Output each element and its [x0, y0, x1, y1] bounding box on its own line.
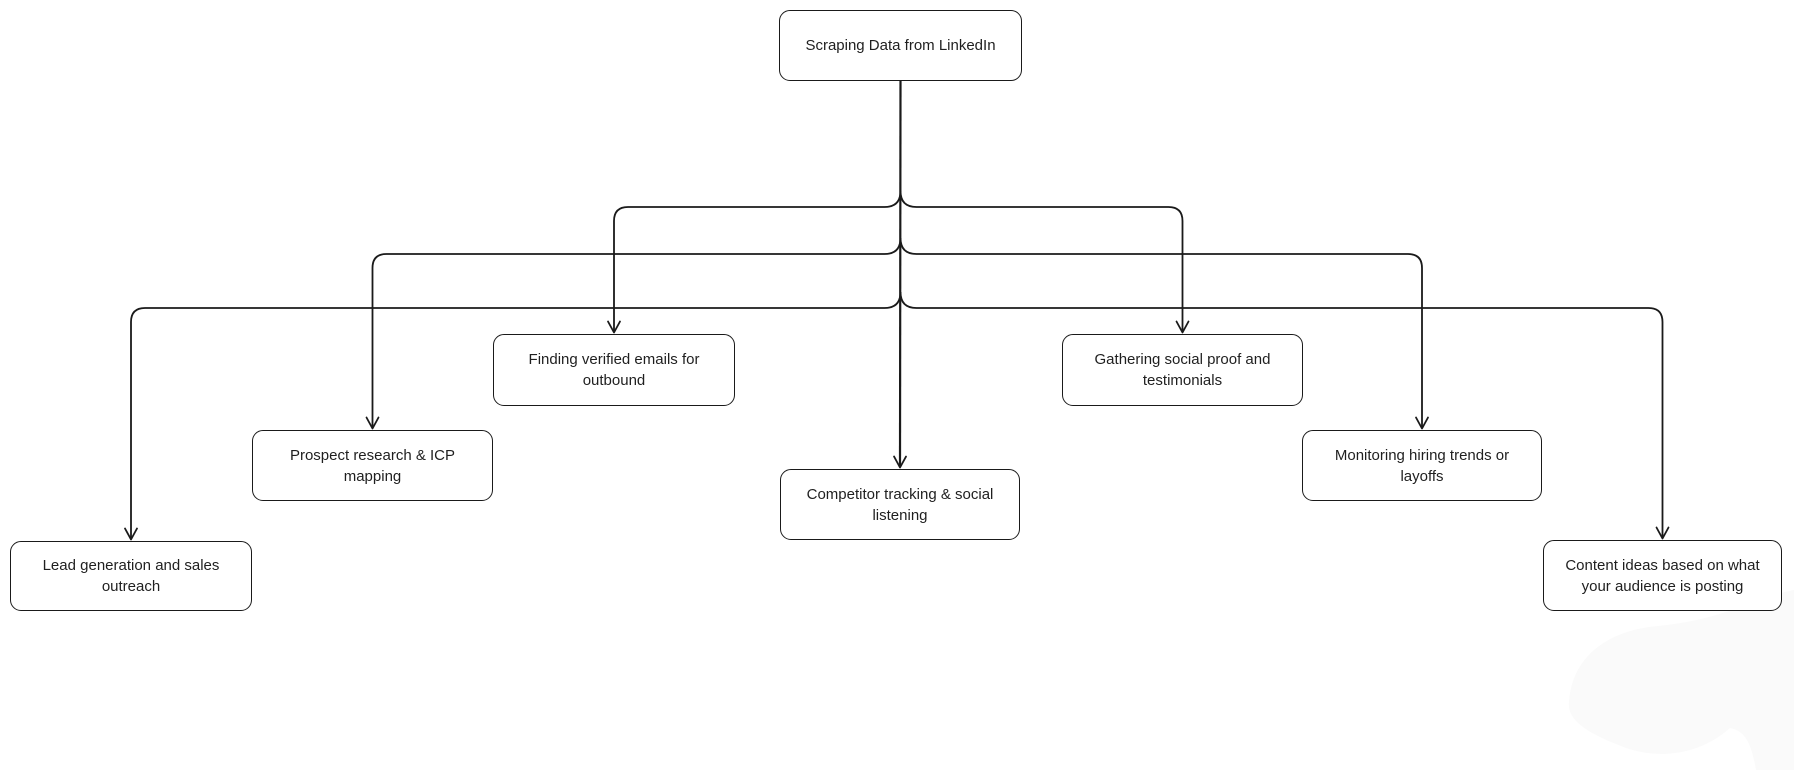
node-label: Gathering social proof and testimonials — [1094, 351, 1271, 389]
node-label: Prospect research & ICP mapping — [289, 446, 456, 485]
edge-root-to-hiring-trends — [899, 237, 1429, 430]
node-prospect-research[interactable]: Prospect research & ICP mapping — [252, 430, 493, 501]
node-label: Monitoring hiring trends or layoffs — [1334, 446, 1510, 485]
edge-root-to-competitor-tracking — [893, 80, 907, 469]
node-competitor-tracking[interactable]: Competitor tracking & social listening — [780, 469, 1020, 540]
node-label: Scraping Data from LinkedIn — [805, 37, 996, 54]
edge-root-to-prospect-research — [365, 237, 902, 430]
node-label: Content ideas based on what your audienc… — [1565, 556, 1760, 595]
node-hiring-trends[interactable]: Monitoring hiring trends or layoffs — [1302, 430, 1542, 501]
edge-root-to-social-proof — [899, 190, 1190, 334]
watermark-blob — [1568, 590, 1794, 770]
node-content-ideas[interactable]: Content ideas based on what your audienc… — [1543, 540, 1782, 611]
node-lead-generation[interactable]: Lead generation and sales outreach — [10, 541, 252, 611]
edge-root-to-content-ideas — [899, 291, 1670, 540]
edge-root-to-lead-generation — [124, 291, 902, 541]
node-label: Competitor tracking & social listening — [806, 485, 994, 524]
node-label: Lead generation and sales outreach — [42, 557, 220, 595]
edge-root-to-verified-emails — [607, 190, 902, 334]
node-label: Finding verified emails for outbound — [528, 351, 700, 389]
node-verified-emails[interactable]: Finding verified emails for outbound — [493, 334, 735, 406]
node-social-proof[interactable]: Gathering social proof and testimonials — [1062, 334, 1303, 406]
node-root[interactable]: Scraping Data from LinkedIn — [779, 10, 1022, 81]
